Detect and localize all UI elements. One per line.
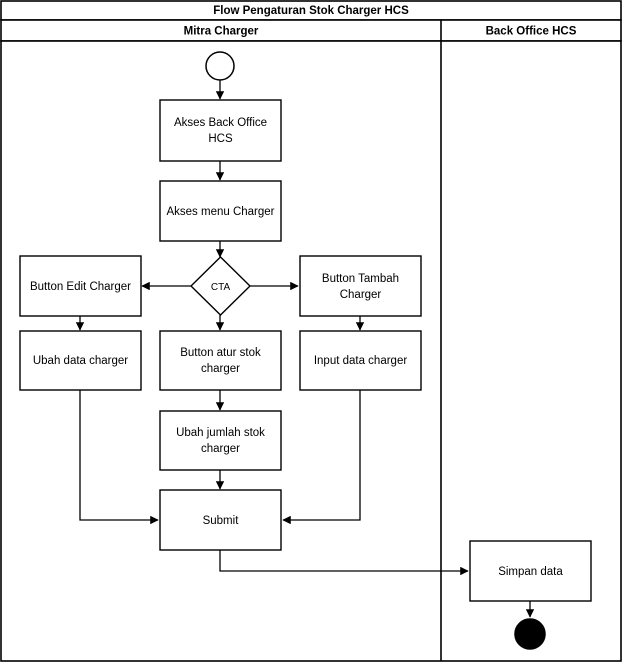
node-button-atur-stok-charger[interactable]: Button atur stok charger [159, 330, 282, 391]
node-label-akses-menu-charger: Akses menu Charger [166, 206, 274, 218]
node-label-input-data-charger: Input data charger [314, 355, 408, 367]
lane-header-mitra-charger: Mitra Charger [184, 26, 259, 38]
node-label-ubah-jumlah-stok-charger-line2: charger [201, 443, 240, 455]
node-label-button-tambah-charger-line1: Button Tambah [322, 273, 399, 285]
edge-submit-to-simpan [219, 550, 469, 576]
start-terminator-node[interactable] [205, 51, 235, 81]
node-label-ubah-jumlah-stok-charger-line1: Ubah jumlah stok [176, 427, 265, 439]
node-akses-back-office-hcs[interactable]: Akses Back Office HCS [159, 99, 282, 162]
node-ubah-jumlah-stok-charger[interactable]: Ubah jumlah stok charger [159, 410, 282, 471]
node-label-submit: Submit [203, 515, 240, 527]
node-label-button-atur-stok-charger-line1: Button atur stok [180, 347, 261, 359]
node-button-edit-charger[interactable]: Button Edit Charger [19, 255, 142, 317]
node-label-button-edit-charger: Button Edit Charger [30, 281, 131, 293]
node-button-tambah-charger[interactable]: Button Tambah Charger [299, 255, 422, 317]
node-simpan-data[interactable]: Simpan data [469, 540, 592, 602]
node-label-akses-back-office-hcs-line2: HCS [208, 133, 233, 145]
flow-connectors [75, 80, 535, 618]
node-submit[interactable]: Submit [159, 489, 282, 551]
node-input-data-charger[interactable]: Input data charger [299, 330, 422, 391]
node-cta-decision[interactable]: CTA [190, 256, 251, 316]
node-label-akses-back-office-hcs-line1: Akses Back Office [174, 117, 267, 129]
node-akses-menu-charger[interactable]: Akses menu Charger [159, 180, 282, 242]
lane-header-back-office-hcs: Back Office HCS [486, 26, 577, 38]
edge-ubah-data-to-submit [79, 390, 159, 525]
node-label-cta: CTA [211, 282, 231, 293]
node-ubah-data-charger[interactable]: Ubah data charger [19, 330, 142, 391]
node-label-button-tambah-charger-line2: Charger [340, 289, 382, 301]
page-title: Flow Pengaturan Stok Charger HCS [213, 5, 409, 17]
node-label-ubah-data-charger: Ubah data charger [33, 355, 128, 367]
edge-input-data-to-submit [282, 390, 361, 525]
node-label-simpan-data: Simpan data [498, 566, 563, 578]
end-terminator-node[interactable] [514, 618, 546, 650]
node-label-button-atur-stok-charger-line2: charger [201, 363, 240, 375]
